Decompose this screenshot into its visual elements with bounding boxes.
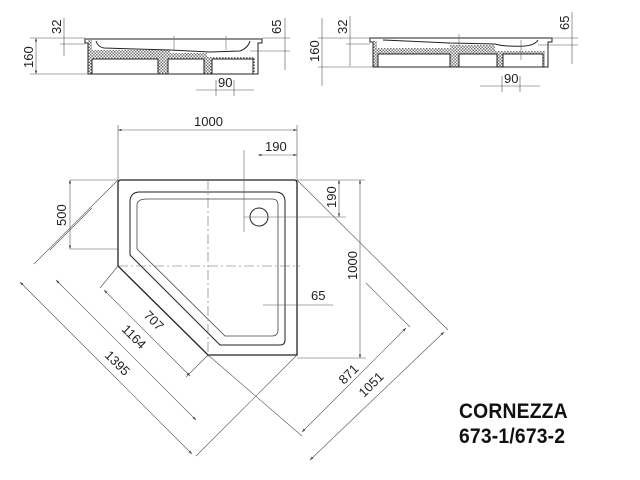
dim-plan-drain-y-190: 190 <box>324 186 339 208</box>
product-model: 673-1/673-2 <box>459 425 566 448</box>
plan-view <box>19 125 449 461</box>
dim-side2-rim-32: 32 <box>335 20 350 34</box>
dim-side1-height-160: 160 <box>21 46 36 68</box>
dim-side1-drain-65: 65 <box>269 20 284 34</box>
dim-plan-diag-707: 707 <box>141 308 167 334</box>
dim-plan-left-500: 500 <box>54 204 69 226</box>
dim-plan-height-1000: 1000 <box>345 251 360 280</box>
dim-side2-drain-90: 90 <box>504 71 518 86</box>
side-view-2 <box>318 12 578 92</box>
dim-plan-rim-65: 65 <box>311 288 325 303</box>
product-name: CORNEZZA <box>459 400 568 423</box>
dim-side1-rim-32: 32 <box>49 20 64 34</box>
dim-plan-drain-x-190: 190 <box>265 139 287 154</box>
product-title: CORNEZZA 673-1/673-2 <box>459 399 568 449</box>
dim-plan-diag-871: 871 <box>336 361 362 387</box>
dim-side1-drain-90: 90 <box>218 75 232 90</box>
side-view-1 <box>30 18 290 96</box>
dim-side2-height-160: 160 <box>307 40 322 62</box>
dim-plan-width-1000: 1000 <box>194 114 223 129</box>
dim-side2-drain-65: 65 <box>557 16 572 30</box>
